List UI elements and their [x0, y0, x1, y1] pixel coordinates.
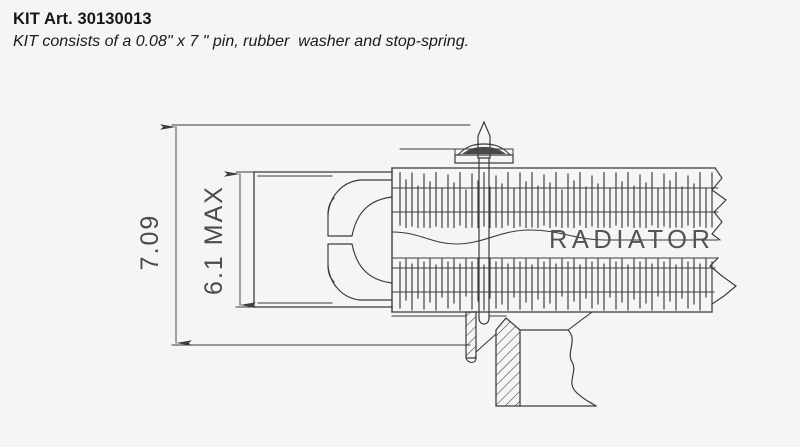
pin-flange-connector	[475, 333, 497, 353]
pin-assembly	[477, 120, 491, 325]
shroud-flange-section	[495, 317, 521, 407]
break-line-upper-right	[711, 167, 727, 241]
stop-spring-washer	[454, 143, 514, 164]
radiator-fins-lower	[399, 258, 713, 311]
kit-description: KIT consists of a 0.08" x 7 " pin, rubbe…	[13, 33, 470, 50]
fan-shroud-outline	[253, 171, 393, 308]
dimension-label-overall-height: 7.09	[136, 214, 164, 271]
radiator-fins-upper	[399, 172, 713, 228]
header-block: KIT Art. 30130013 KIT consists of a 0.08…	[0, 0, 800, 52]
break-line-lower-right	[709, 257, 737, 313]
shroud-curved-profile	[327, 179, 393, 301]
dimension-core-height-max	[224, 171, 331, 308]
radiator-label: RADIATOR	[549, 226, 714, 254]
shroud-body-break	[519, 311, 597, 407]
dimension-label-core-height-max: 6.1 MAX	[200, 185, 228, 295]
pin-sleeve-section	[465, 311, 477, 364]
page-title: KIT Art. 30130013	[13, 10, 152, 28]
dimension-labels: 7.09 6.1 MAX	[136, 185, 228, 295]
dimension-overall-height	[160, 124, 471, 346]
